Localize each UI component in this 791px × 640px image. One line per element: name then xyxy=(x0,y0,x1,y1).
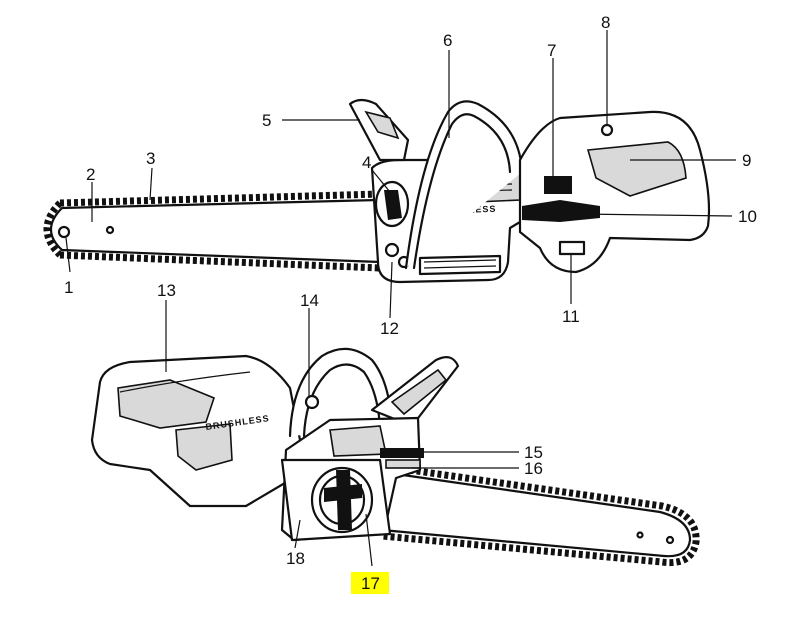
front-handle xyxy=(404,100,524,270)
bar-nose-sprocket xyxy=(57,225,71,239)
callout-8: 8 xyxy=(601,13,610,32)
callout-17-highlight xyxy=(351,572,389,594)
chainsaw-side-view: BRUSHLESS xyxy=(43,98,711,284)
chain-top xyxy=(43,190,381,272)
callout-18: 18 xyxy=(286,549,305,568)
callout-7: 7 xyxy=(547,41,556,60)
callout-3: 3 xyxy=(146,149,155,168)
leader-lines xyxy=(65,30,736,567)
callout-1: 1 xyxy=(64,278,73,297)
callout-labels: 1 2 3 4 5 6 7 8 9 10 11 12 13 14 15 16 1… xyxy=(64,13,757,593)
callout-15: 15 xyxy=(524,443,543,462)
callout-9: 9 xyxy=(742,151,751,170)
guide-bar-bottom xyxy=(380,470,692,558)
callout-16: 16 xyxy=(524,459,543,478)
callout-14: 14 xyxy=(300,291,319,310)
chainsaw-angled-view: BRUSHLESS xyxy=(90,347,700,567)
callout-11: 11 xyxy=(562,307,580,326)
chain-bottom xyxy=(381,462,700,567)
callout-17: 17 xyxy=(361,574,380,593)
guide-bar-top xyxy=(49,198,382,264)
callout-12: 12 xyxy=(380,319,399,338)
callout-4: 4 xyxy=(362,153,371,172)
callout-13: 13 xyxy=(157,281,176,300)
callout-2: 2 xyxy=(86,165,95,184)
callout-6: 6 xyxy=(443,31,452,50)
callout-5: 5 xyxy=(262,111,271,130)
safety-lock-button xyxy=(544,176,572,194)
callout-10: 10 xyxy=(738,207,757,226)
top-handle xyxy=(288,347,394,438)
